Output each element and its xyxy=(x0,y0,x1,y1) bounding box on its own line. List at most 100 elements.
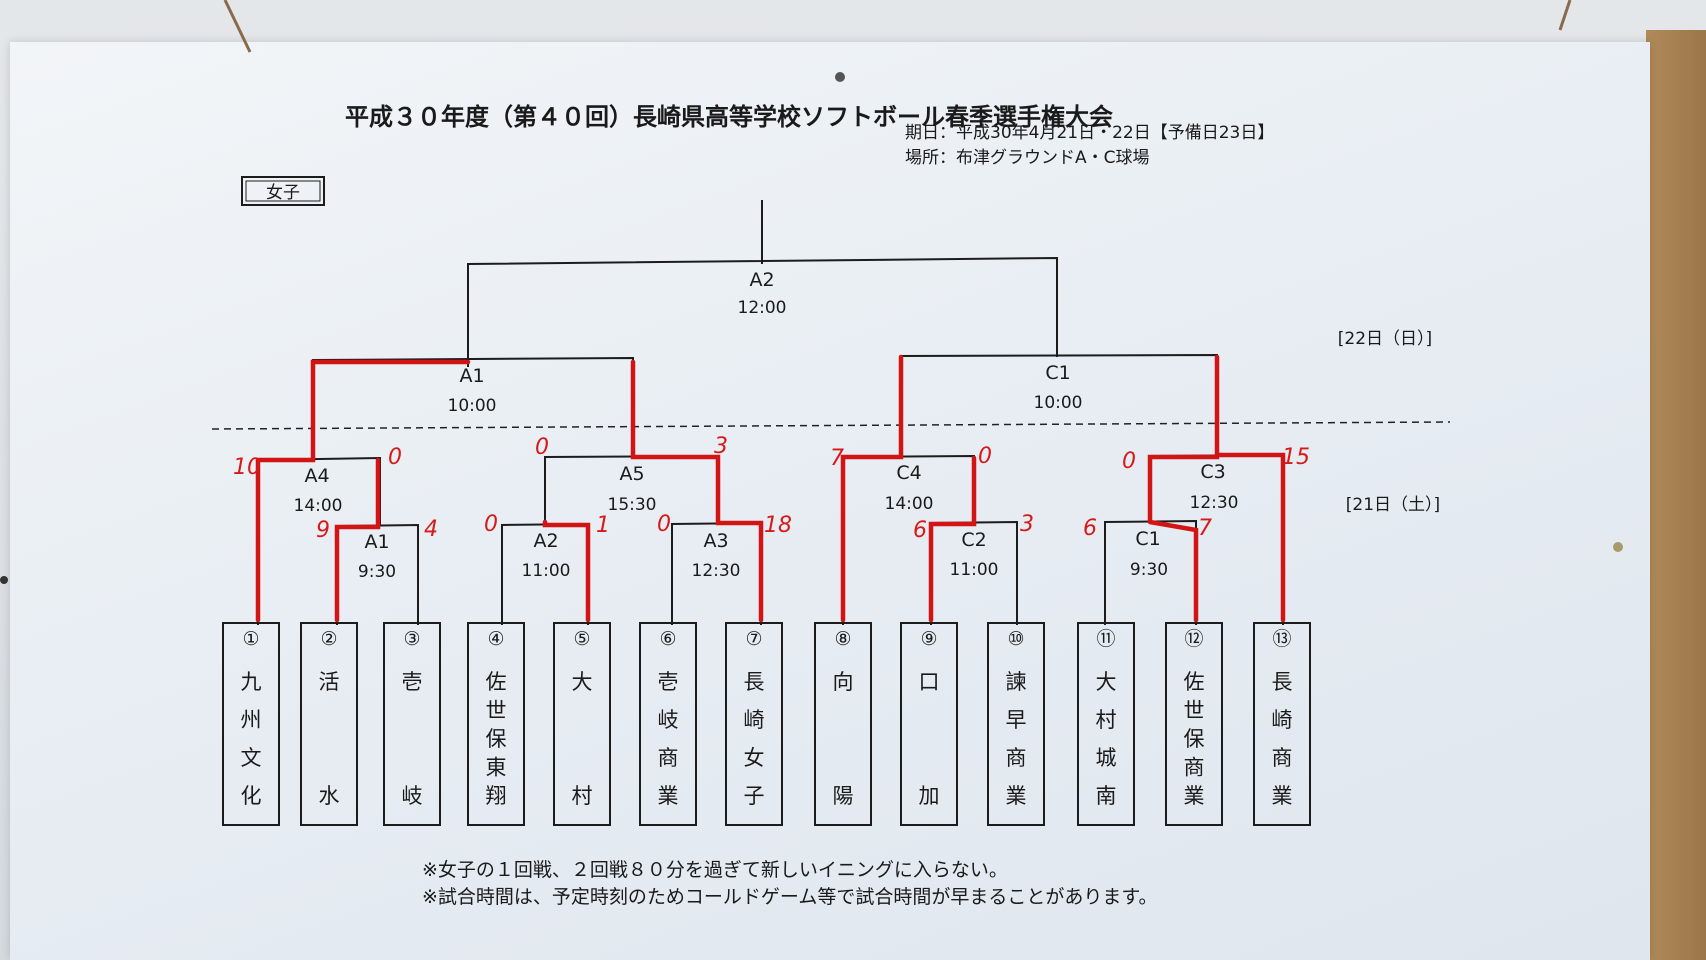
a2-court: A2 xyxy=(533,530,558,552)
team-name-char: 長 xyxy=(1272,670,1293,694)
score-a4-left: 10 xyxy=(233,455,261,480)
team-name-char: 保 xyxy=(486,727,507,751)
team-name-char: 東 xyxy=(486,756,507,780)
team-number: ⑪ xyxy=(1096,628,1115,650)
scores: 10 0 9 4 0 3 0 1 0 18 7 0 6 3 0 15 6 7 xyxy=(233,434,1310,543)
team-number: ⑨ xyxy=(920,628,937,650)
hanging-string-left xyxy=(223,0,252,53)
a1-court: A1 xyxy=(364,531,389,553)
category-box xyxy=(241,176,325,206)
score-c4-left: 7 xyxy=(830,446,844,471)
team-name-char: 向 xyxy=(833,670,854,694)
team-number: ④ xyxy=(487,628,504,650)
day22-label: [22日（日）] xyxy=(1338,329,1432,349)
team-name-char: 文 xyxy=(241,746,262,770)
team-name-char: 世 xyxy=(1184,699,1205,723)
team-number: ⑥ xyxy=(659,628,676,650)
team-number: ⑩ xyxy=(1007,628,1024,650)
team-name-char: 村 xyxy=(572,784,593,808)
a5-time: 15:30 xyxy=(608,495,657,515)
team-number: ② xyxy=(320,628,337,650)
pin-top xyxy=(835,72,845,82)
team-name-char: 活 xyxy=(319,670,340,694)
team-name-char: 陽 xyxy=(833,784,854,808)
team-box-frame xyxy=(467,622,525,826)
score-c3-left: 0 xyxy=(1122,449,1136,474)
team-box: ⑤大村 xyxy=(553,622,611,826)
category-label: 女子 xyxy=(266,183,300,203)
team-name-char: 化 xyxy=(241,784,262,808)
team-name-char: 子 xyxy=(744,784,765,808)
team-name-char: 早 xyxy=(1006,708,1027,732)
team-box: ⑧ 向陽 xyxy=(814,622,872,826)
c2-time: 11:00 xyxy=(950,560,999,580)
c4-time: 14:00 xyxy=(885,494,934,514)
a2-time: 11:00 xyxy=(522,561,571,581)
a5-court: A5 xyxy=(619,463,644,485)
team-name-char: 業 xyxy=(1272,784,1293,808)
day21-label: [21日（土）] xyxy=(1346,495,1440,515)
team-name-char: 州 xyxy=(241,708,262,732)
team-name-char: 崎 xyxy=(744,708,765,732)
team-number: ⑦ xyxy=(745,628,762,650)
score-a2-right: 1 xyxy=(596,513,610,538)
team-box-frame xyxy=(814,622,872,826)
team-boxes: ①九州文化②活水③壱岐④佐世保東翔⑤大村⑥壱岐商業⑦長崎女子⑧向陽⑨口加⑩諫早商… xyxy=(222,622,1311,826)
final-court: A2 xyxy=(749,269,774,291)
team-name-char: 業 xyxy=(1006,784,1027,808)
team-box-frame xyxy=(553,622,611,826)
team-name-char: 保 xyxy=(1184,727,1205,751)
team-number: ⑧ xyxy=(834,628,851,650)
final-time: 12:00 xyxy=(738,298,787,318)
note-2: ※試合時間は、予定時刻のためコールドゲーム等で試合時間が早まることがあります。 xyxy=(422,886,1157,908)
team-box-frame xyxy=(222,622,280,826)
score-c2-right: 3 xyxy=(1020,512,1034,537)
a4-court: A4 xyxy=(304,465,329,487)
score-a2-left: 0 xyxy=(484,512,498,537)
score-c3-right: 15 xyxy=(1282,445,1310,470)
score-a1-left: 9 xyxy=(316,518,330,543)
c2-court: C2 xyxy=(961,529,986,551)
team-name-char: 大 xyxy=(1096,670,1117,694)
score-a3-right: 18 xyxy=(764,513,792,538)
team-name-char: 加 xyxy=(919,784,940,808)
pin-left xyxy=(0,576,8,584)
team-name-char: 岐 xyxy=(402,784,423,808)
dates-info: 期日：平成30年4月21日・22日【予備日23日】 xyxy=(905,123,1274,143)
team-name-char: 南 xyxy=(1096,784,1117,808)
team-number: ⑬ xyxy=(1272,628,1291,650)
team-box-frame xyxy=(900,622,958,826)
team-box-frame xyxy=(300,622,358,826)
team-name-char: 諫 xyxy=(1006,670,1027,694)
semi-left-court: A1 xyxy=(459,365,484,387)
team-name-char: 壱 xyxy=(402,670,423,694)
team-name-char: 業 xyxy=(658,784,679,808)
team-box-frame xyxy=(987,622,1045,826)
a4-time: 14:00 xyxy=(294,496,343,516)
team-name-char: 壱 xyxy=(658,670,679,694)
team-box-frame xyxy=(725,622,783,826)
a1-time: 9:30 xyxy=(358,562,396,582)
team-name-char: 大 xyxy=(572,670,593,694)
team-name-char: 九 xyxy=(241,670,262,694)
team-name-char: 商 xyxy=(1184,756,1205,780)
team-box-frame xyxy=(1077,622,1135,826)
team-number: ① xyxy=(242,628,259,650)
team-name-char: 女 xyxy=(744,746,765,770)
a3-time: 12:30 xyxy=(692,561,741,581)
c1-court: C1 xyxy=(1135,528,1160,550)
semi-right-court: C1 xyxy=(1045,362,1070,384)
score-a3-left: 0 xyxy=(657,512,671,537)
team-name-char: 翔 xyxy=(486,784,507,808)
score-a5-right: 3 xyxy=(714,434,728,459)
c3-time: 12:30 xyxy=(1190,493,1239,513)
match-labels: A2 12:00 A1 10:00 C1 10:00 A4 14:00 A5 1… xyxy=(294,269,1239,582)
team-number: ⑫ xyxy=(1184,628,1203,650)
score-a4-right: 0 xyxy=(388,445,402,470)
score-c4-right: 0 xyxy=(978,444,992,469)
